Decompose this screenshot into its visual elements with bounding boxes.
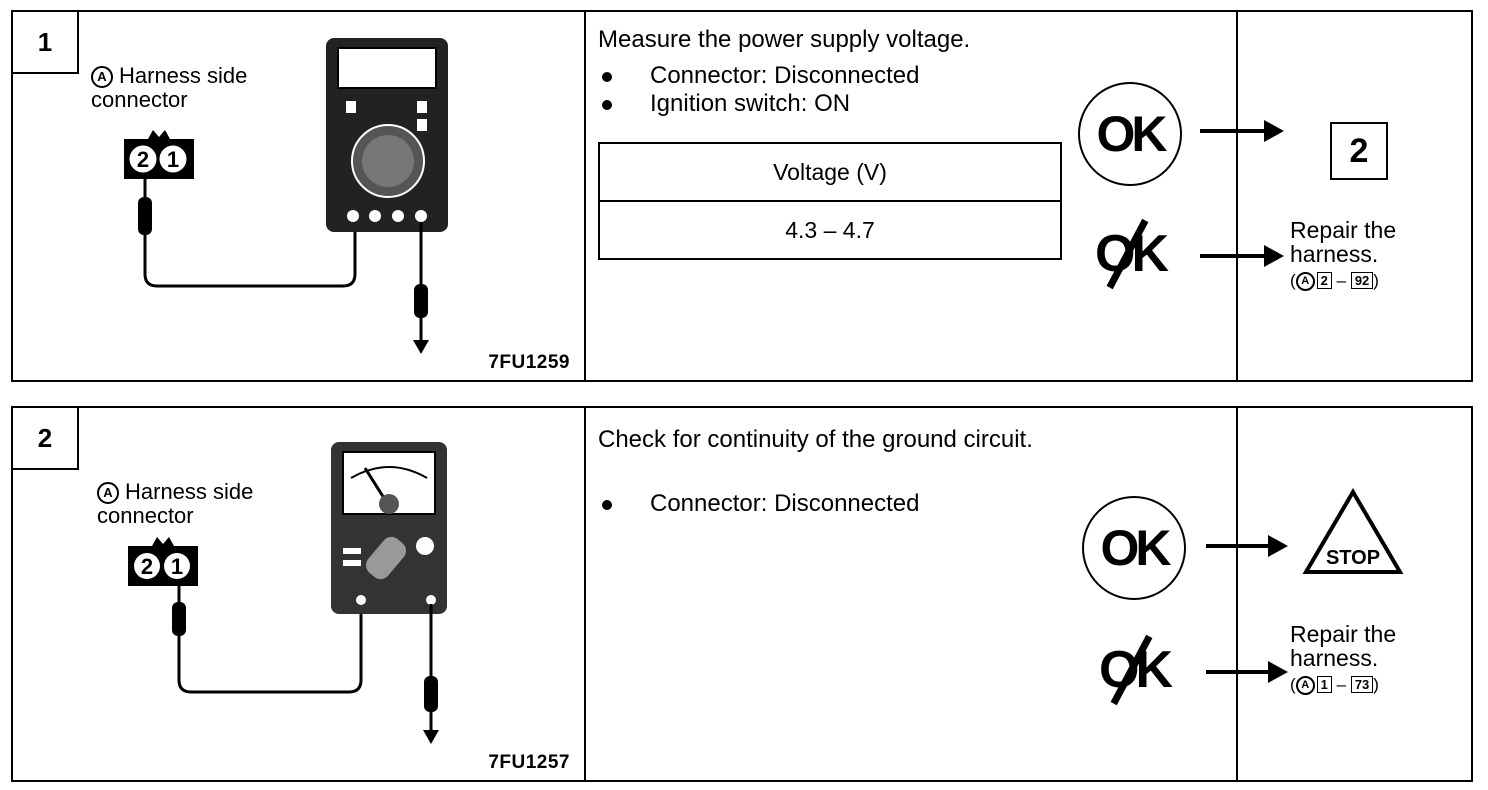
step-title: Measure the power supply voltage.	[598, 26, 971, 53]
figure-code: 7FU1259	[488, 352, 570, 373]
step-number: 2	[13, 408, 79, 470]
analog-ohmmeter-diagram: 2 1	[128, 442, 447, 744]
ok-badge-icon: OK	[1078, 82, 1182, 186]
svg-text:2: 2	[141, 554, 153, 579]
connector-icon: 2 1	[128, 537, 198, 586]
digital-multimeter-diagram: 2 1	[124, 38, 448, 354]
ng-badge-icon: OK	[1082, 630, 1186, 710]
ground-icon	[413, 340, 429, 354]
condition-item: Connector: Disconnected	[602, 62, 919, 90]
figure-code: 7FU1257	[488, 752, 570, 773]
multimeter-body	[326, 38, 448, 232]
svg-text:1: 1	[167, 147, 179, 172]
arrow-right-icon	[1206, 535, 1288, 557]
step-1-instructions: Measure the power supply voltage. Connec…	[586, 12, 1284, 380]
condition-list: Connector: Disconnected Ignition switch:…	[602, 62, 919, 118]
condition-list: Connector: Disconnected	[602, 490, 919, 518]
ng-badge-icon: OK	[1078, 214, 1182, 294]
circle-a-icon: A	[1295, 272, 1315, 291]
condition-item: Connector: Disconnected	[602, 490, 919, 518]
connector-icon: 2 1	[124, 130, 194, 179]
condition-item: Ignition switch: ON	[602, 90, 919, 118]
voltage-spec-table: Voltage (V) 4.3 – 4.7	[598, 142, 1062, 260]
goto-step-2-box: 2	[1330, 122, 1388, 180]
ohmmeter-body	[331, 442, 447, 614]
table-value: 4.3 – 4.7	[598, 200, 1062, 260]
arrow-right-icon	[1200, 120, 1284, 142]
step-number: 1	[13, 12, 79, 74]
step-2-instructions: Check for continuity of the ground circu…	[586, 408, 1288, 780]
arrow-right-icon	[1200, 245, 1284, 267]
circle-a-icon: A	[91, 66, 113, 88]
circle-a-icon: A	[1295, 676, 1315, 695]
table-header: Voltage (V)	[598, 142, 1062, 202]
step-title: Check for continuity of the ground circu…	[598, 426, 1033, 453]
arrow-right-icon	[1206, 661, 1288, 683]
svg-text:2: 2	[137, 147, 149, 172]
svg-text:1: 1	[171, 554, 183, 579]
ok-badge-icon: OK	[1082, 496, 1186, 600]
svg-text:STOP: STOP	[1326, 547, 1380, 569]
ground-icon	[423, 730, 439, 744]
circle-a-icon: A	[97, 482, 119, 504]
stop-triangle-icon: STOP	[1302, 488, 1404, 574]
